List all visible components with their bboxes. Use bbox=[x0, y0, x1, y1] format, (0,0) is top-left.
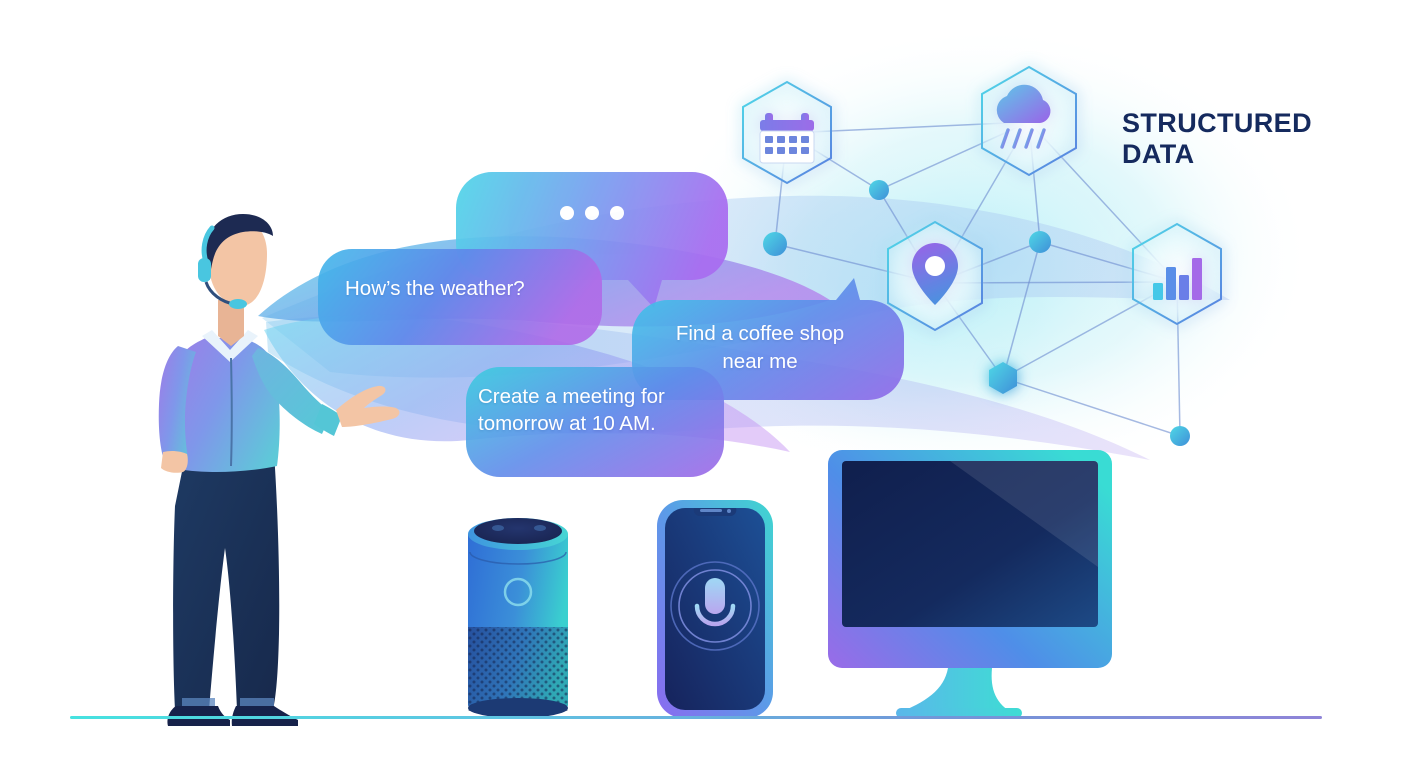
monitor-stand-base bbox=[896, 708, 1022, 718]
typing-dots bbox=[560, 206, 624, 220]
bubble-text-coffee: Find a coffee shop near me bbox=[660, 320, 860, 376]
speaker-top bbox=[474, 518, 562, 544]
voice-assistant-ring bbox=[670, 561, 760, 651]
monitor-stand bbox=[896, 668, 1014, 714]
person-placket bbox=[230, 357, 233, 467]
page-title-line1: STRUCTURED bbox=[1122, 108, 1312, 138]
graph-node-calendar[interactable] bbox=[742, 80, 832, 185]
device-smartphone[interactable] bbox=[657, 500, 773, 718]
node-dot-a bbox=[869, 180, 889, 200]
bubble-text-meeting-line1: Create a meeting for bbox=[478, 385, 665, 408]
bubble-text-coffee-line1: Find a coffee shop bbox=[675, 322, 845, 345]
device-desktop-monitor[interactable] bbox=[828, 450, 1112, 718]
person-hand-left bbox=[161, 450, 188, 473]
person-cuff-sleeve bbox=[314, 404, 342, 436]
person-legs bbox=[173, 452, 280, 710]
bar-chart-icon bbox=[1153, 258, 1202, 300]
location-pin-icon bbox=[912, 243, 958, 305]
speaker-grille bbox=[468, 627, 568, 711]
node-hex-d bbox=[989, 362, 1017, 394]
person-hair bbox=[204, 214, 273, 280]
bubble-weather[interactable] bbox=[318, 249, 602, 345]
monitor-screen bbox=[842, 461, 1098, 627]
node-dot-c bbox=[1029, 231, 1051, 253]
graph-node-analytics[interactable] bbox=[1132, 222, 1222, 326]
phone-speaker-slot bbox=[700, 509, 722, 512]
headset-icon bbox=[198, 225, 247, 309]
graph-node-weather[interactable] bbox=[981, 65, 1077, 177]
person-neck bbox=[218, 300, 244, 346]
person-shirt bbox=[165, 338, 280, 472]
page-title: STRUCTURED DATA bbox=[1122, 108, 1382, 170]
microphone-icon[interactable] bbox=[694, 578, 736, 640]
ground-line bbox=[70, 716, 1322, 719]
rain-cloud-icon bbox=[996, 84, 1051, 149]
speaker-button[interactable] bbox=[503, 577, 533, 607]
monitor-screen-glare bbox=[950, 461, 1098, 567]
page-title-line2: DATA bbox=[1122, 139, 1195, 169]
bubble-meeting[interactable] bbox=[466, 367, 724, 477]
calendar-icon bbox=[759, 113, 815, 164]
person-head bbox=[209, 220, 267, 306]
device-smart-speaker[interactable] bbox=[468, 518, 568, 718]
speaker-base bbox=[468, 698, 568, 718]
person-collar bbox=[202, 330, 258, 362]
person-arm-left bbox=[158, 346, 196, 460]
node-dot-b bbox=[763, 232, 787, 256]
bubble-text-meeting-line2: tomorrow at 10 AM. bbox=[478, 412, 656, 435]
node-dot-e bbox=[1170, 426, 1190, 446]
person-hand-right bbox=[336, 385, 400, 427]
graph-node-location[interactable] bbox=[887, 220, 983, 332]
person-arm-right bbox=[252, 348, 332, 434]
bubble-text-weather: How’s the weather? bbox=[345, 277, 525, 300]
bubble-text-coffee-line2: near me bbox=[722, 350, 798, 373]
bubble-text-meeting: Create a meeting for tomorrow at 10 AM. bbox=[478, 383, 665, 437]
